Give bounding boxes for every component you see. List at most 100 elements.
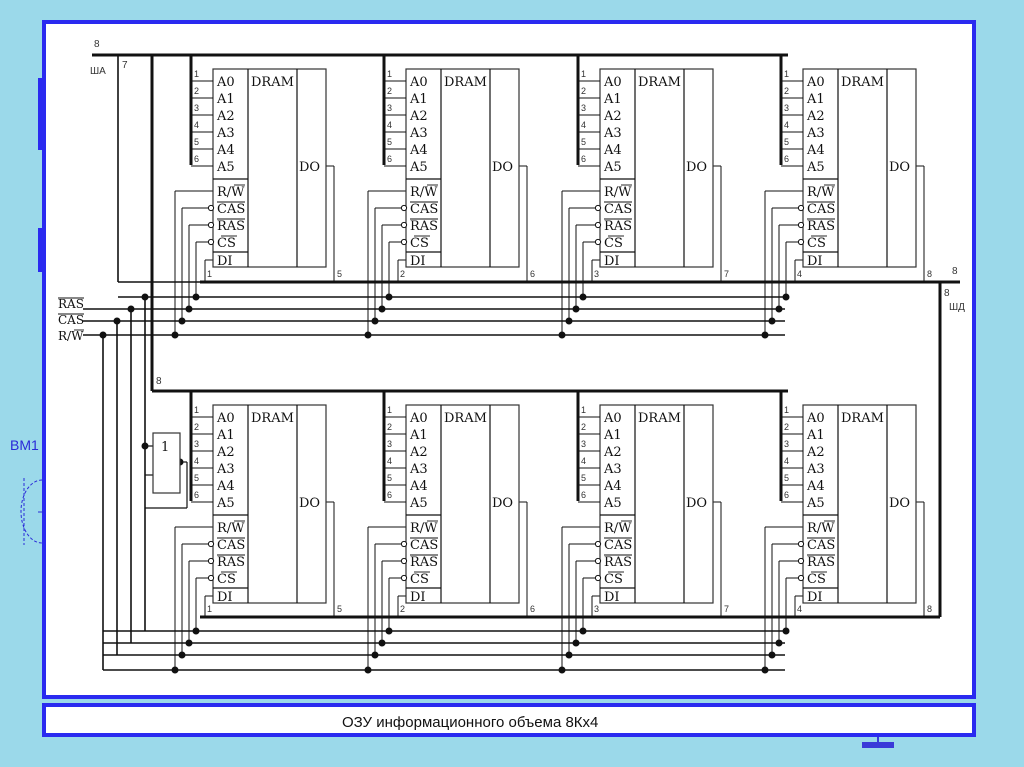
address-pin-number: 3 bbox=[194, 103, 199, 113]
control-pin-label: RAS bbox=[604, 219, 632, 234]
address-pin-label: A2 bbox=[409, 445, 428, 460]
inversion-bubble bbox=[797, 557, 805, 565]
address-pin-label: A4 bbox=[806, 143, 825, 158]
address-pin-label: A5 bbox=[603, 496, 622, 511]
address-pin-label: A0 bbox=[603, 411, 622, 426]
inversion-bubble bbox=[797, 574, 805, 582]
address-pin-label: A4 bbox=[603, 479, 622, 494]
di-bit-number: 2 bbox=[400, 604, 405, 614]
do-bit-number: 5 bbox=[337, 604, 342, 614]
control-pin-label: CS bbox=[410, 572, 429, 587]
control-pin-label: CAS bbox=[604, 538, 632, 553]
control-pin-label: CS bbox=[410, 236, 429, 251]
address-bus-label: ША bbox=[90, 66, 106, 77]
chip-title: DRAM bbox=[638, 75, 681, 90]
control-pin-label: DI bbox=[217, 254, 233, 269]
address-pin-number: 3 bbox=[784, 103, 789, 113]
address-pin-number: 3 bbox=[194, 439, 199, 449]
chip-title: DRAM bbox=[444, 75, 487, 90]
address-pin-number: 4 bbox=[387, 456, 392, 466]
address-pin-label: A0 bbox=[806, 411, 825, 426]
control-pin-label: R/W bbox=[217, 185, 245, 200]
address-pin-number: 5 bbox=[784, 137, 789, 147]
address-pin-label: A4 bbox=[409, 143, 428, 158]
address-pin-number: 5 bbox=[194, 137, 199, 147]
address-pin-number: 2 bbox=[784, 422, 789, 432]
output-pin-label: DO bbox=[299, 160, 320, 175]
do-bit-number: 8 bbox=[927, 269, 932, 279]
control-pin-label: CS bbox=[217, 572, 236, 587]
chip-body bbox=[212, 68, 327, 268]
control-pin-label: R/W bbox=[410, 521, 438, 536]
control-pin-label: DI bbox=[807, 590, 823, 605]
di-bit-number: 4 bbox=[797, 604, 802, 614]
control-pin-label: RAS bbox=[217, 219, 245, 234]
inversion-bubble bbox=[797, 204, 805, 212]
address-pin-label: A5 bbox=[216, 496, 235, 511]
inversion-bubble bbox=[594, 238, 602, 246]
junction-dot bbox=[99, 331, 107, 339]
address-pin-label: A2 bbox=[216, 445, 235, 460]
address-pin-label: A1 bbox=[216, 428, 235, 443]
frame-left-tab bbox=[38, 78, 42, 150]
junction-dot bbox=[782, 293, 790, 301]
junction-dot bbox=[782, 627, 790, 635]
control-pin-label: R/W bbox=[410, 185, 438, 200]
address-pin-label: A3 bbox=[216, 462, 235, 477]
control-pin-label: R/W bbox=[807, 185, 835, 200]
address-pin-number: 2 bbox=[387, 422, 392, 432]
control-pin-label: R/W bbox=[604, 185, 632, 200]
control-pin-label: R/W bbox=[217, 521, 245, 536]
do-bit-number: 5 bbox=[337, 269, 342, 279]
do-bit-number: 7 bbox=[724, 604, 729, 614]
address-bus-width: 8 bbox=[94, 39, 100, 50]
chip-title: DRAM bbox=[251, 411, 294, 426]
di-bit-number: 3 bbox=[594, 269, 599, 279]
address-pin-number: 3 bbox=[581, 103, 586, 113]
do-bit-number: 7 bbox=[724, 269, 729, 279]
inversion-bubble bbox=[207, 238, 215, 246]
address-pin-number: 2 bbox=[387, 86, 392, 96]
address-pin-label: A0 bbox=[409, 75, 428, 90]
address-pin-label: A2 bbox=[806, 445, 825, 460]
address-pin-label: A3 bbox=[806, 126, 825, 141]
address-pin-number: 5 bbox=[194, 473, 199, 483]
chip-body bbox=[212, 404, 327, 604]
control-pin-label: CS bbox=[807, 236, 826, 251]
address-pin-label: A2 bbox=[806, 109, 825, 124]
control-pin-label: RAS bbox=[807, 219, 835, 234]
address-pin-number: 2 bbox=[194, 86, 199, 96]
address-pin-label: A1 bbox=[409, 92, 428, 107]
inversion-bubble bbox=[594, 204, 602, 212]
address-pin-label: A3 bbox=[806, 462, 825, 477]
signal-label-ras: RAS bbox=[58, 297, 84, 311]
di-bit-number: 1 bbox=[207, 269, 212, 279]
control-pin-label: R/W bbox=[807, 521, 835, 536]
inversion-bubble bbox=[207, 204, 215, 212]
address-pin-number: 6 bbox=[784, 154, 789, 164]
data-bus-width: 8 bbox=[952, 266, 958, 277]
address-pin-number: 4 bbox=[194, 456, 199, 466]
address-pin-label: A3 bbox=[216, 126, 235, 141]
address-pin-number: 6 bbox=[784, 490, 789, 500]
ground-symbol-stem bbox=[877, 737, 879, 743]
inversion-bubble bbox=[400, 238, 408, 246]
di-bit-number: 4 bbox=[797, 269, 802, 279]
output-pin-label: DO bbox=[492, 496, 513, 511]
address-pin-number: 4 bbox=[784, 120, 789, 130]
control-pin-label: CAS bbox=[217, 202, 245, 217]
inversion-bubble bbox=[207, 540, 215, 548]
control-pin-label: RAS bbox=[410, 219, 438, 234]
address-pin-number: 1 bbox=[194, 405, 199, 415]
control-pin-label: DI bbox=[604, 590, 620, 605]
address-pin-number: 6 bbox=[387, 154, 392, 164]
control-pin-label: RAS bbox=[217, 555, 245, 570]
inversion-bubble bbox=[207, 221, 215, 229]
